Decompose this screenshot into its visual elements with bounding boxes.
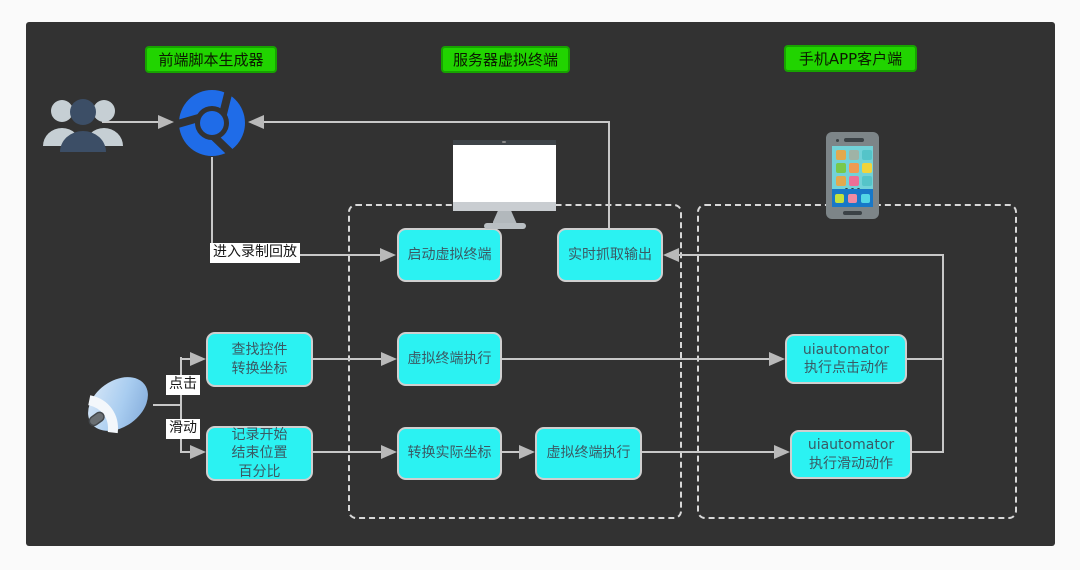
- arrowhead-into-exec-slide: [519, 445, 535, 459]
- header-label: 服务器虚拟终端: [452, 51, 558, 69]
- node-label: uiautomator: [807, 437, 895, 454]
- edge-uislide-to-bus: [912, 451, 944, 453]
- users-icon: [38, 92, 128, 154]
- arrowhead-into-find-control: [190, 352, 206, 366]
- phone-home-button: [843, 211, 862, 215]
- arrowhead-into-record-position: [190, 445, 206, 459]
- edge-exec-to-uiautomator-slide: [642, 451, 774, 453]
- node-uiautomator-slide: uiautomator 执行滑动动作: [790, 430, 912, 479]
- node-label: 虚拟终端执行: [546, 445, 631, 462]
- chrome-browser-icon: [170, 85, 246, 160]
- edge-mouse-out: [153, 404, 182, 406]
- monitor-camera-dot: [502, 141, 506, 143]
- arrowhead-into-exec-click: [381, 352, 397, 366]
- node-label: 结束位置: [231, 445, 288, 462]
- node-label: 转换实际坐标: [407, 445, 492, 462]
- monitor-chin: [453, 202, 556, 211]
- edge-capture-to-browser: [264, 121, 610, 123]
- arrowhead-into-capture-output: [663, 248, 679, 262]
- node-find-control: 查找控件 转换坐标: [206, 332, 313, 387]
- monitor-screen: [453, 140, 556, 202]
- node-label: 执行滑动动作: [809, 455, 893, 472]
- node-label: 执行点击动作: [804, 360, 888, 376]
- node-label: uiautomator: [802, 341, 890, 358]
- arrowhead-into-uiautomator-click: [769, 352, 785, 366]
- arrowhead-into-browser-right: [248, 115, 264, 129]
- phone-speaker: [844, 138, 864, 142]
- arrowhead-into-convert: [381, 445, 397, 459]
- header-frontend-generator: 前端脚本生成器: [145, 46, 277, 73]
- phone-screen: [832, 146, 873, 207]
- header-label: 前端脚本生成器: [158, 51, 264, 69]
- node-label: 记录开始: [231, 427, 288, 444]
- edge-label-enter-record-playback: 进入录制回放: [210, 243, 300, 263]
- edge-exec-to-uiautomator-click: [502, 358, 769, 360]
- monitor-base: [483, 223, 526, 229]
- node-terminal-exec-slide: 虚拟终端执行: [535, 427, 642, 480]
- arrowhead-into-start-terminal: [380, 248, 396, 262]
- edge-find-to-exec: [313, 358, 381, 360]
- node-record-position: 记录开始 结束位置 百分比: [206, 426, 313, 481]
- header-server-terminal: 服务器虚拟终端: [441, 46, 570, 73]
- node-label: 启动虚拟终端: [407, 246, 492, 263]
- smartphone-icon: [826, 132, 879, 219]
- edge-users-to-browser: [102, 121, 158, 123]
- edge-browser-down: [211, 157, 213, 255]
- node-start-terminal: 启动虚拟终端: [397, 228, 502, 282]
- edge-label-slide: 滑动: [166, 419, 200, 439]
- edge-bus-to-capture: [679, 254, 944, 256]
- edge-mouse-branch: [180, 357, 182, 453]
- node-uiautomator-click: uiautomator 执行点击动作: [785, 334, 907, 384]
- mouse-icon: [80, 370, 156, 438]
- header-mobile-client: 手机APP客户端: [784, 45, 917, 72]
- edge-convert-to-exec: [502, 451, 519, 453]
- phone-app-grid: [832, 146, 873, 186]
- node-label: 实时抓取输出: [568, 246, 652, 263]
- phone-dock: [832, 189, 873, 207]
- edge-capture-up: [608, 122, 610, 228]
- edge-record-to-convert: [313, 451, 381, 453]
- node-terminal-exec-click: 虚拟终端执行: [397, 332, 502, 386]
- arrowhead-into-browser-left: [158, 115, 174, 129]
- edge-bus-vertical: [942, 254, 944, 453]
- node-label: 百分比: [238, 463, 281, 480]
- edge-uiclick-to-bus: [907, 358, 944, 360]
- arrowhead-into-uiautomator-slide: [774, 445, 790, 459]
- node-label: 虚拟终端执行: [407, 350, 492, 367]
- edge-branch-click: [180, 358, 192, 360]
- edge-branch-slide: [180, 451, 192, 453]
- desktop-monitor-icon: [453, 140, 556, 229]
- node-label: 查找控件: [231, 342, 288, 359]
- edge-label-click: 点击: [166, 375, 200, 395]
- header-label: 手机APP客户端: [798, 50, 903, 68]
- node-capture-output: 实时抓取输出: [557, 228, 663, 282]
- node-convert-coords: 转换实际坐标: [397, 427, 502, 480]
- node-label: 转换坐标: [231, 360, 288, 377]
- monitor-stand: [492, 211, 517, 223]
- phone-camera-dot: [836, 139, 839, 142]
